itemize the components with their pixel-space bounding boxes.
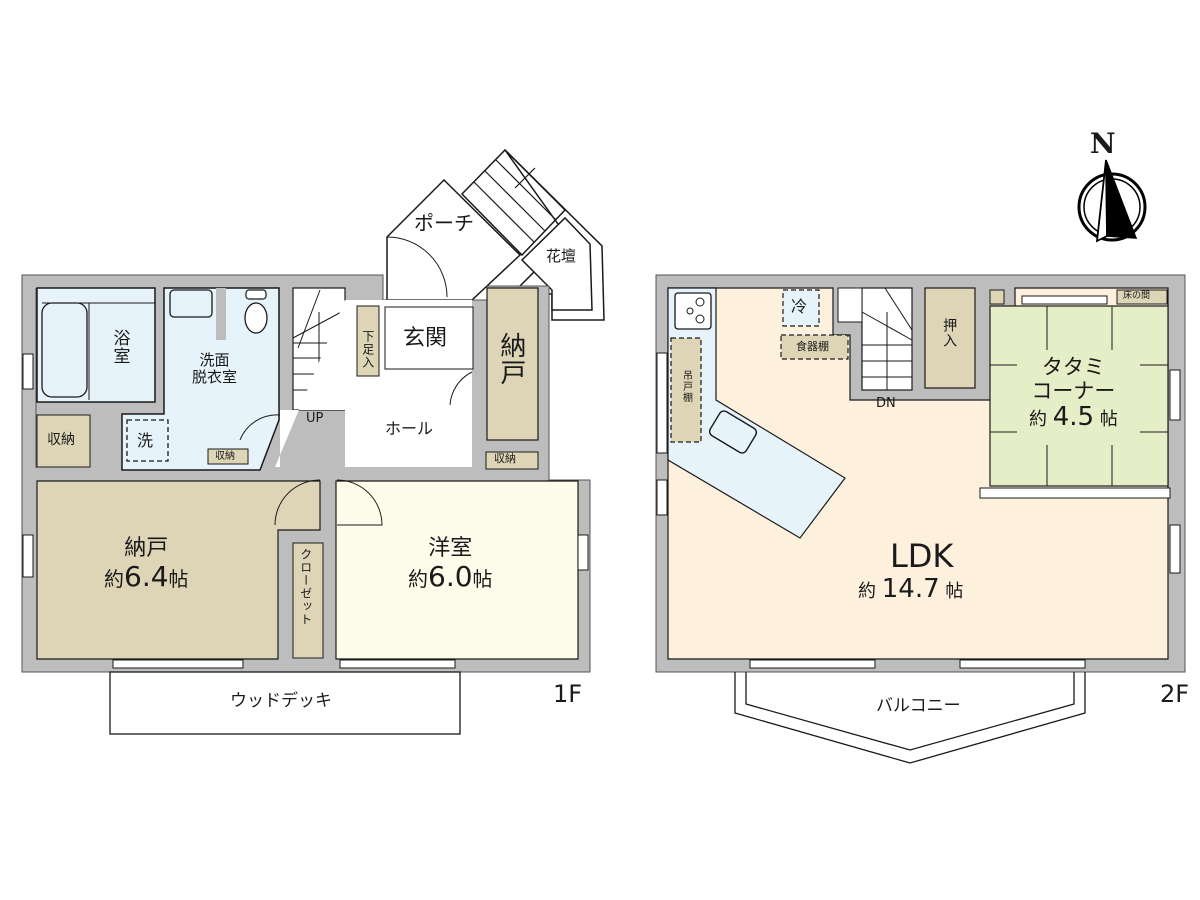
- washroom-floor: [121, 287, 280, 471]
- western-room-floor: [335, 480, 579, 660]
- hanging-cabinet: [670, 337, 702, 443]
- floor1-plan: [21, 148, 605, 735]
- storeroom-small-label: 納戸: [495, 332, 526, 386]
- alcove: [1116, 289, 1168, 305]
- compass-north-label: N: [1090, 127, 1116, 160]
- wash-storage: [207, 448, 249, 465]
- washer-label: 洗: [137, 431, 154, 450]
- storeroom-small: [486, 287, 539, 441]
- stairs-down-label: DN: [876, 396, 896, 411]
- porch-door: [386, 236, 448, 298]
- toilet-icon: [244, 302, 268, 334]
- storeroom-main-floor: [36, 480, 321, 660]
- hall-storage-label: 収納: [494, 452, 516, 465]
- cupboard: [780, 334, 849, 360]
- wood-deck-label: ウッドデッキ: [230, 691, 332, 711]
- wood-deck: [109, 671, 461, 735]
- flowerbed-inner: [520, 216, 593, 311]
- wash-basin: [169, 289, 213, 318]
- tatami-floor: [989, 305, 1169, 487]
- closet-1f-label: クローゼット: [298, 548, 313, 626]
- closet-1f: [292, 542, 324, 659]
- alcove-label: 床の間: [1123, 291, 1151, 301]
- cupboard-label: 食器棚: [796, 340, 829, 353]
- oshiire-closet: [924, 287, 976, 389]
- floor2-plan: [655, 274, 1186, 764]
- hanging-cabinet-label: 吊戸棚: [680, 370, 692, 403]
- fridge-label: 冷: [791, 297, 808, 316]
- ldk-label: LDK 約 14.7 帖: [858, 537, 964, 604]
- bath-label: 浴室: [109, 329, 130, 365]
- sink-icon: [708, 410, 758, 454]
- floor2-label: 2F: [1160, 680, 1190, 708]
- step-lines: [473, 159, 557, 243]
- bathtub: [41, 302, 88, 398]
- left-storage: [36, 414, 91, 468]
- oshiire-label: 押入: [941, 318, 958, 348]
- washer-space: [126, 419, 169, 462]
- floor1-label: 1F: [553, 680, 583, 708]
- flowerbed-label: 花壇: [546, 247, 577, 265]
- entrance-label: 玄関: [403, 326, 448, 351]
- washroom-label: 洗面 脱衣室: [192, 351, 238, 387]
- stairs-up-label: UP: [306, 411, 324, 426]
- storeroom-main-label: 納戸 約6.4帖: [104, 536, 189, 594]
- entrance-floor: [384, 306, 474, 370]
- hall-label: ホール: [385, 419, 434, 438]
- wash-storage-label: 収納: [215, 451, 235, 462]
- shoe-storage: [356, 305, 380, 377]
- balcony-outline: [734, 672, 1086, 764]
- left-storage-label: 収納: [47, 432, 75, 448]
- hall-storage: [485, 451, 539, 470]
- tatami-label: タタミ コーナー 約 4.5 帖: [1029, 355, 1118, 433]
- compass-icon: [1077, 159, 1147, 243]
- shoe-storage-label: 下足入: [360, 330, 375, 369]
- fridge-space: [782, 289, 820, 327]
- western-room-label: 洋室 約6.0帖: [408, 536, 493, 594]
- balcony-label: バルコニー: [876, 696, 961, 716]
- kitchen-counter: [667, 287, 846, 539]
- porch-label: ポーチ: [414, 211, 474, 235]
